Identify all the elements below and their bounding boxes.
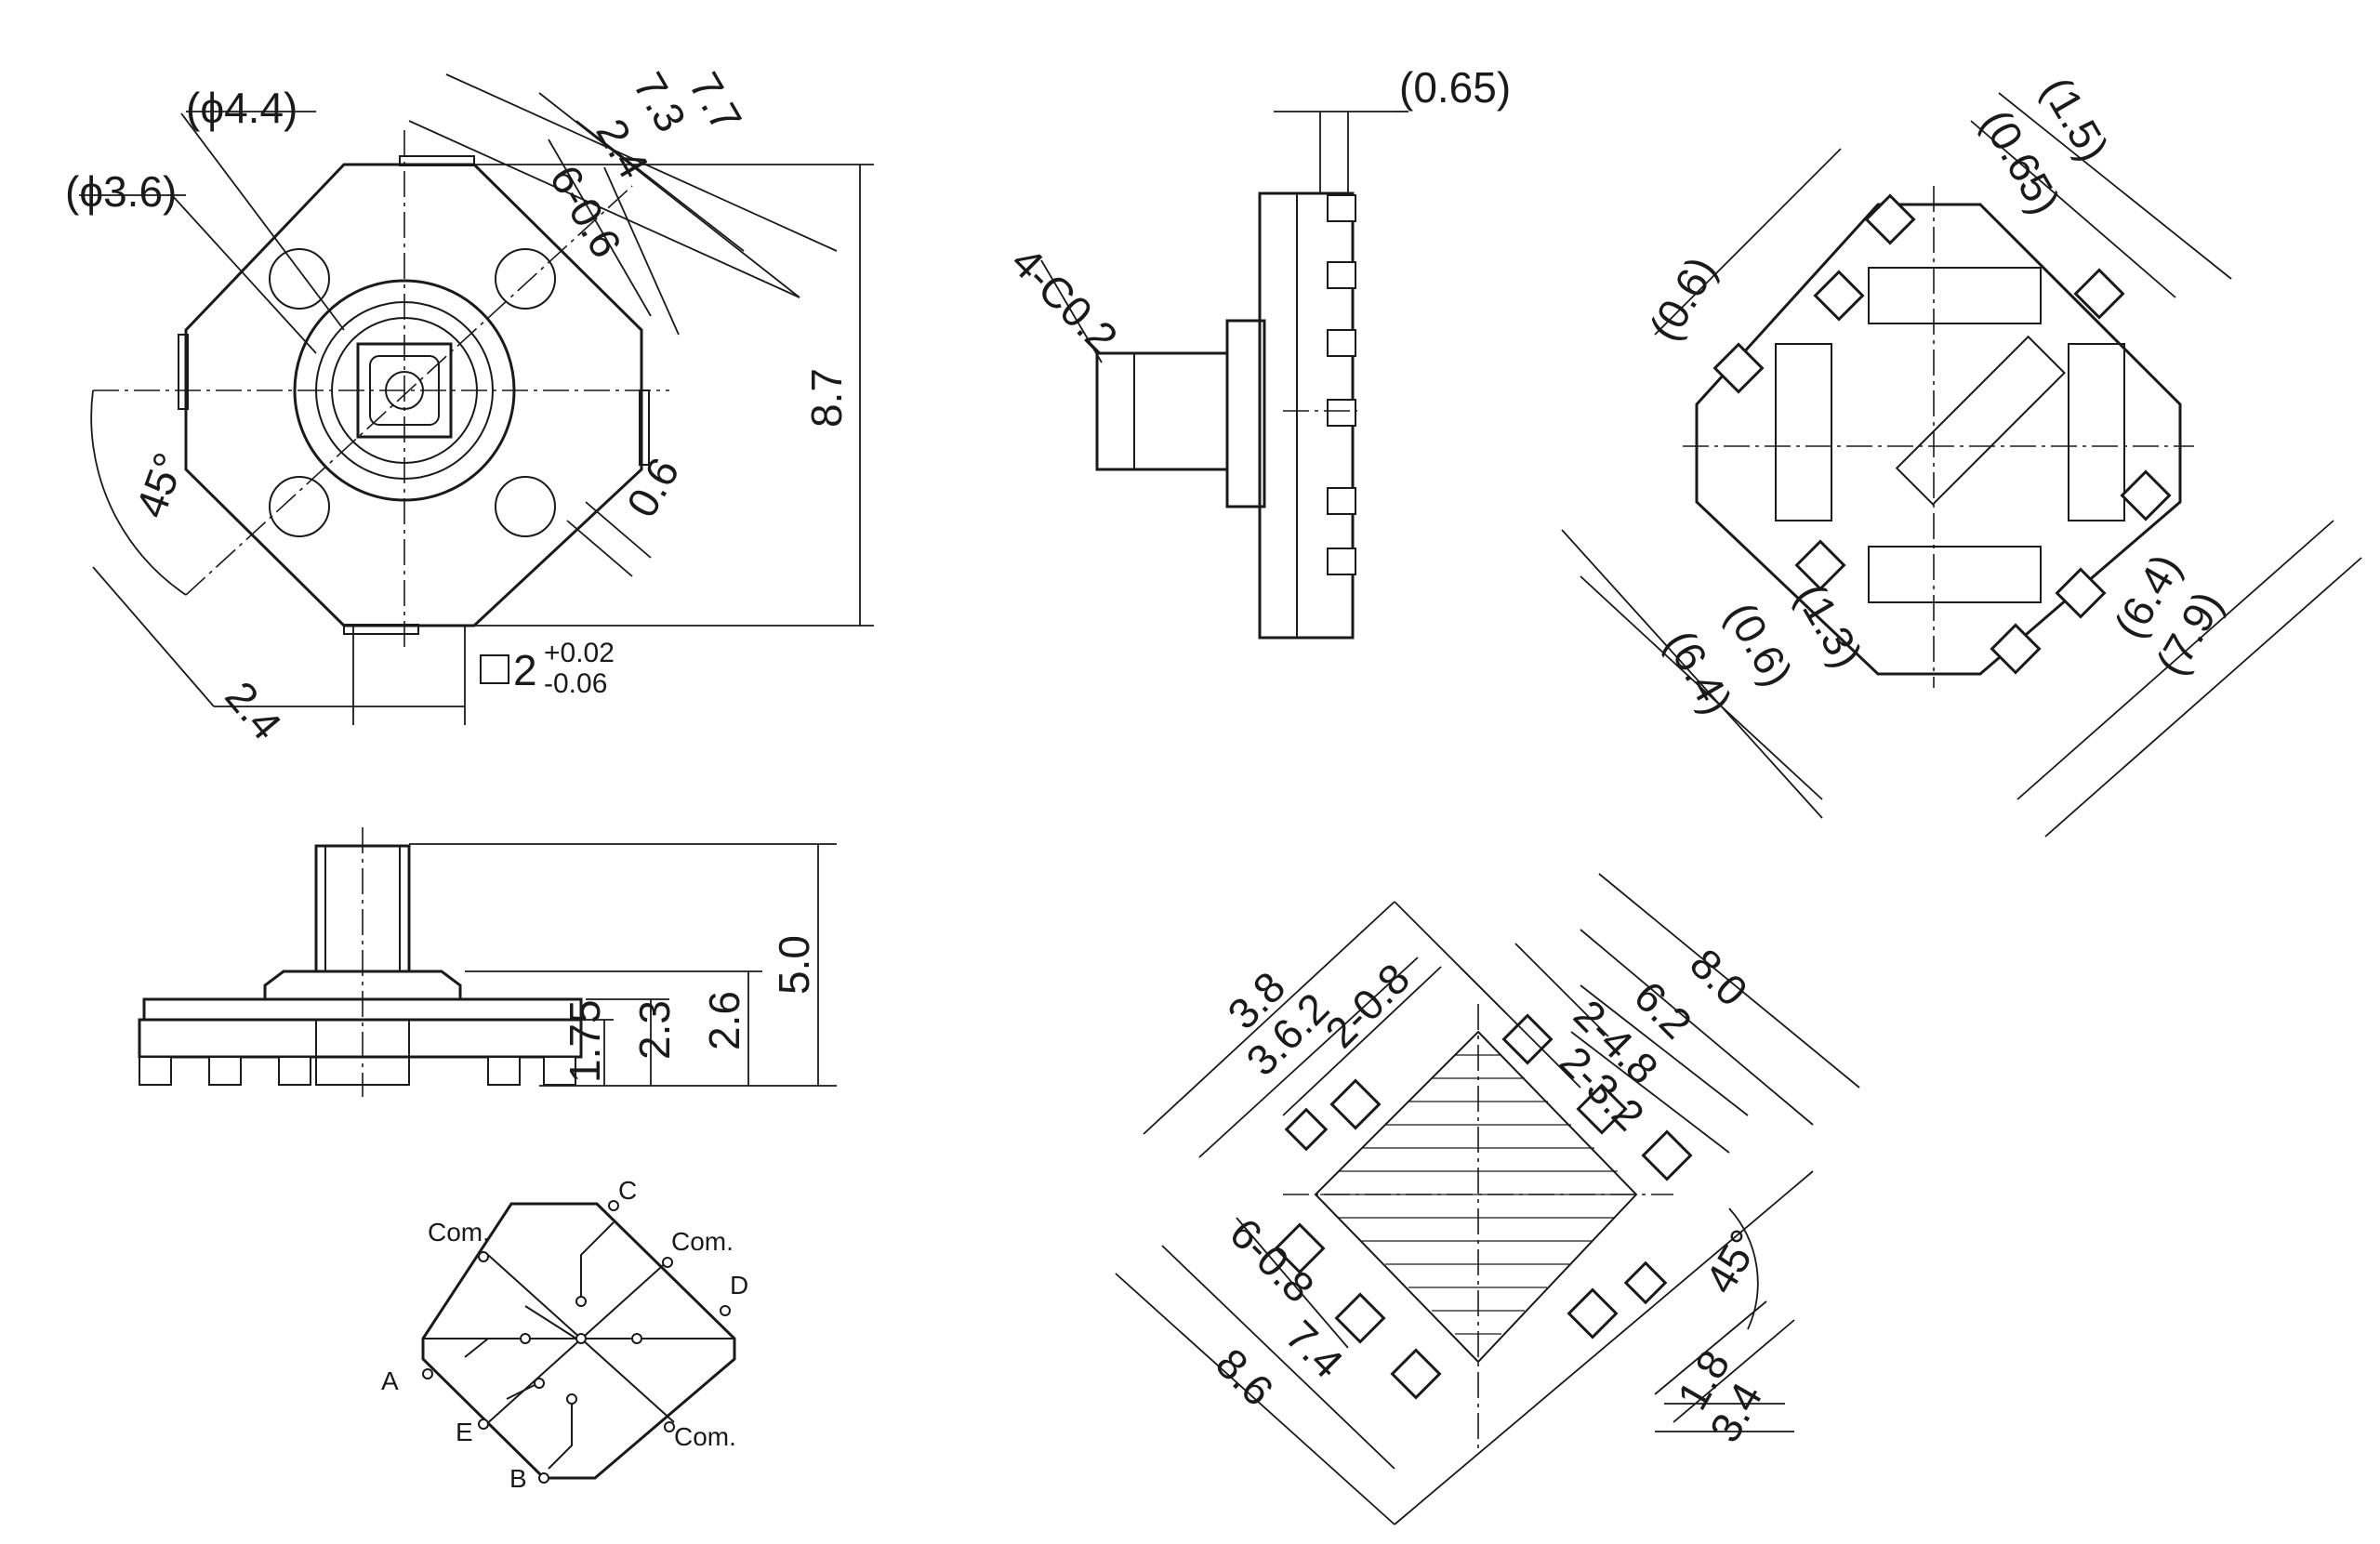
circuit-octagon: [421, 1202, 736, 1480]
footprint-pad: [1501, 1013, 1554, 1065]
circuit-label-b: B: [509, 1464, 527, 1493]
top-view-tab: [343, 624, 419, 635]
side-view-terminal: [1327, 548, 1356, 575]
bottom-corner-pad: [1794, 539, 1846, 591]
top-view-tab: [178, 334, 189, 410]
circuit-pin-c: [608, 1200, 619, 1211]
dim-0-65-side: (0.65): [1399, 63, 1511, 112]
bottom-corner-pad: [2120, 469, 2172, 521]
footprint-pad: [1329, 1078, 1382, 1130]
mounting-hole: [495, 476, 556, 537]
circuit-pin-com-br: [664, 1421, 675, 1432]
bottom-corner-pad: [1990, 623, 2042, 675]
bottom-corner-pad: [1712, 342, 1765, 394]
dim-5-0: 5.0: [770, 935, 818, 995]
circuit-diagram: C Com. Com. D A E Com. B: [381, 1176, 748, 1493]
top-view: (ϕ4.4) (ϕ3.6) 7.7 7.3 2.4 6-0.6 8.7 0.6 …: [65, 64, 874, 748]
footprint-view: 3.8 3.6.2 2-0.8 8.0 6.2 2-4.8 2-3.2 6-0.…: [1115, 873, 1860, 1525]
bottom-corner-pad: [2055, 567, 2107, 619]
bottom-view: (1.5) (0.65) (0.6) (6.4) (0.6) (1.3) (6.…: [1561, 69, 2362, 838]
circuit-pin-com-tr: [662, 1257, 673, 1268]
side-view-terminal: [1327, 399, 1356, 427]
dim-45-deg: 45°: [126, 446, 194, 523]
bottom-contact-slot: [2068, 343, 2125, 521]
dim-2-3: 2.3: [630, 1000, 679, 1060]
tolerance-minus: -0.06: [544, 668, 607, 699]
dim-8-7: 8.7: [802, 368, 851, 428]
front-view-foot: [487, 1056, 521, 1086]
circuit-pin-d: [720, 1305, 731, 1316]
bottom-corner-pad: [1864, 193, 1916, 245]
square-symbol: [480, 654, 509, 684]
mounting-hole: [269, 248, 330, 310]
bottom-center-slot: [1895, 335, 2066, 506]
circuit-label-com-tr: Com.: [671, 1227, 734, 1256]
dim-7-7: 7.7: [680, 64, 751, 139]
dim-phi-4-4: (ϕ4.4): [186, 84, 298, 132]
top-view-tab: [399, 155, 475, 166]
footprint-pad: [1274, 1222, 1326, 1274]
circuit-label-com-br: Com.: [674, 1422, 736, 1451]
circuit-label-d: D: [730, 1271, 748, 1300]
bottom-corner-pad: [2073, 268, 2125, 320]
footprint-pad: [1567, 1287, 1619, 1339]
circuit-pin-e: [478, 1419, 489, 1430]
side-view-terminal: [1327, 261, 1356, 289]
circuit-pin-a: [422, 1368, 433, 1379]
dim-2-6: 2.6: [700, 991, 748, 1050]
side-view-terminal: [1327, 194, 1356, 222]
mounting-hole: [495, 248, 556, 310]
footprint-hatched-area: [1314, 1030, 1638, 1364]
circuit-label-c: C: [618, 1176, 637, 1205]
circuit-label-com-tl: Com.: [428, 1218, 490, 1247]
side-view: (0.65) 4-C0.2: [1002, 63, 1511, 640]
dim-0-6-bottom-top: (0.6): [1640, 248, 1726, 349]
circuit-node: [566, 1393, 577, 1405]
dim-2-0-8: 2-0.8: [1316, 954, 1419, 1057]
mounting-hole: [269, 476, 330, 537]
front-view: 5.0 2.6 2.3 1.75: [138, 827, 837, 1097]
dim-phi-3-6: (ϕ3.6): [65, 167, 177, 216]
circuit-node: [520, 1333, 531, 1344]
dim-2-4-bottom: 2.4: [216, 672, 291, 748]
dim-0-6: 0.6: [617, 450, 689, 525]
dim-4-c0-2: 4-C0.2: [1002, 237, 1127, 362]
footprint-pad: [1390, 1348, 1442, 1400]
footprint-pad: [1576, 1083, 1628, 1135]
side-view-terminal: [1327, 329, 1356, 357]
shaft-square-size: 2: [513, 646, 537, 694]
side-view-terminal: [1327, 487, 1356, 515]
footprint-pad: [1623, 1260, 1668, 1305]
circuit-pin-com-tl: [478, 1251, 489, 1262]
tolerance-plus: +0.02: [544, 638, 615, 668]
bottom-contact-slot: [1868, 546, 2042, 603]
circuit-node: [534, 1378, 545, 1389]
front-view-body: [138, 1018, 583, 1059]
circuit-node: [575, 1296, 587, 1307]
circuit-node: [631, 1333, 642, 1344]
dim-1-3: (1.3): [1786, 575, 1871, 676]
bottom-contact-slot: [1775, 343, 1832, 521]
front-view-foot: [139, 1056, 172, 1086]
bottom-view-body-octagon: [1695, 203, 2182, 676]
circuit-pin-b: [538, 1472, 549, 1484]
dim-1-75: 1.75: [561, 999, 609, 1083]
bottom-corner-pad: [1813, 270, 1865, 322]
circuit-label-e: E: [456, 1418, 473, 1446]
side-view-shaft: [1095, 351, 1229, 471]
footprint-pad: [1334, 1292, 1386, 1344]
circuit-pin-center: [575, 1333, 587, 1344]
front-view-foot: [543, 1056, 576, 1086]
front-view-foot: [208, 1056, 242, 1086]
footprint-pad: [1284, 1107, 1329, 1152]
bottom-contact-slot: [1868, 267, 2042, 324]
footprint-pad: [1641, 1129, 1693, 1181]
circuit-label-a: A: [381, 1366, 399, 1395]
front-view-foot: [278, 1056, 311, 1086]
